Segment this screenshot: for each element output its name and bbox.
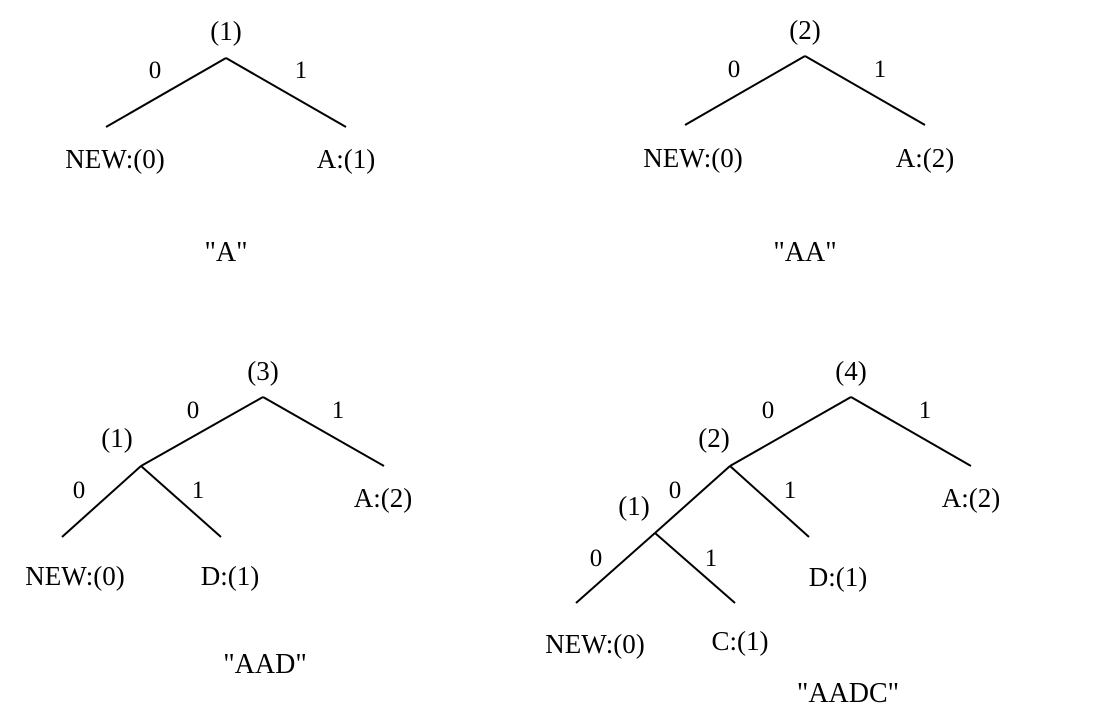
tree-aa-edge-right — [804, 55, 926, 126]
tree-aad-edge-root-right — [262, 396, 385, 467]
tree-aadc-inner1-node: (1) — [618, 491, 649, 521]
tree-aadc-root-right-label: 1 — [919, 397, 932, 424]
tree-aadc-root-left-label: 0 — [762, 397, 775, 424]
tree-a-edge-right — [225, 57, 347, 128]
tree-aad-a-leaf: A:(2) — [354, 483, 412, 513]
tree-a-root-node: (1) — [210, 16, 241, 46]
tree-aadc: (4) 0 1 (2) 0 1 (1) 0 1 NEW:(0) C:(1) D:… — [545, 356, 1000, 709]
tree-aadc-edge-inner1-right — [654, 532, 736, 604]
tree-aadc-inner1-right-label: 1 — [705, 545, 718, 572]
tree-aad-new-leaf: NEW:(0) — [25, 561, 124, 591]
tree-aad-caption: "AAD" — [223, 649, 307, 680]
tree-aadc-inner2-right-label: 1 — [784, 477, 797, 504]
tree-a-edge-left — [105, 57, 227, 128]
tree-aadc-c-leaf: C:(1) — [712, 626, 769, 656]
tree-aad-inner-left-label: 0 — [73, 477, 86, 504]
tree-aa-edge-right-label: 1 — [874, 56, 887, 83]
tree-aad-edge-inner-left — [61, 465, 142, 538]
tree-aad-inner-right-label: 1 — [192, 477, 205, 504]
tree-aa-caption: "AA" — [773, 237, 836, 268]
tree-aadc-edge-inner2-right — [729, 465, 810, 538]
tree-aa-edge-left-label: 0 — [728, 56, 741, 83]
tree-aadc-caption: "AADC" — [797, 678, 899, 709]
tree-aadc-new-leaf: NEW:(0) — [545, 629, 644, 659]
tree-a-edge-left-label: 0 — [149, 57, 162, 84]
tree-aadc-inner2-node: (2) — [698, 423, 729, 453]
tree-aad-root-right-label: 1 — [332, 397, 345, 424]
tree-aadc-root-node: (4) — [835, 356, 866, 386]
tree-aad-inner-node: (1) — [101, 423, 132, 453]
tree-aa-edge-left — [684, 55, 806, 126]
tree-aadc-inner2-left-label: 0 — [669, 477, 682, 504]
tree-aadc-edge-root-left — [729, 396, 852, 467]
tree-aadc-edge-inner1-left — [575, 532, 656, 604]
tree-aa-new-leaf: NEW:(0) — [643, 143, 742, 173]
tree-aad-edge-inner-right — [140, 465, 222, 538]
tree-aadc-inner1-left-label: 0 — [590, 545, 603, 572]
tree-aad-edge-root-left — [140, 396, 264, 467]
tree-a: (1) 0 1 NEW:(0) A:(1) "A" — [65, 16, 375, 268]
tree-aadc-edge-root-right — [850, 396, 972, 467]
tree-a-caption: "A" — [204, 237, 247, 268]
tree-a-a-leaf: A:(1) — [317, 144, 375, 174]
tree-aad-d-leaf: D:(1) — [201, 561, 259, 591]
tree-aadc-a-leaf: A:(2) — [942, 483, 1000, 513]
tree-aadc-d-leaf: D:(1) — [809, 562, 867, 592]
tree-aa-root-node: (2) — [789, 15, 820, 45]
tree-aa: (2) 0 1 NEW:(0) A:(2) "AA" — [643, 15, 954, 268]
tree-aad: (3) 0 1 (1) 0 1 NEW:(0) D:(1) A:(2) "AAD… — [25, 356, 412, 680]
tree-a-edge-right-label: 1 — [295, 57, 308, 84]
tree-aadc-edge-inner2-left — [654, 465, 731, 534]
tree-a-new-leaf: NEW:(0) — [65, 144, 164, 174]
tree-aa-a-leaf: A:(2) — [896, 143, 954, 173]
tree-aad-root-left-label: 0 — [187, 397, 200, 424]
tree-aad-root-node: (3) — [247, 356, 278, 386]
